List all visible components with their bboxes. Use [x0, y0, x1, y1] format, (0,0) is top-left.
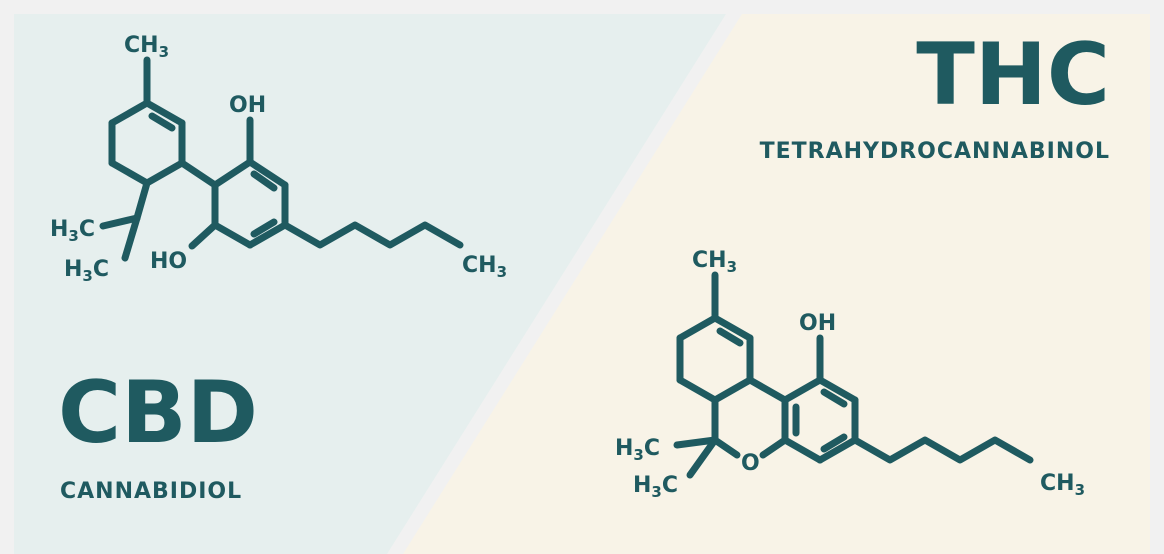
- thc-bond: [746, 376, 789, 404]
- thc-bond: [759, 436, 789, 459]
- cbd-double-bond: [148, 112, 176, 132]
- cbd-bond: [178, 159, 219, 189]
- cbd-bond-ho: [188, 221, 219, 250]
- cbd-bond: [99, 214, 141, 230]
- thc-double-bond: [716, 327, 744, 347]
- cbd-label-ho: HO: [150, 249, 187, 274]
- cbd-bond: [143, 159, 186, 187]
- cbd-label-ch3-tail: CH3: [462, 253, 507, 281]
- thc-bond: [686, 436, 719, 479]
- thc-full-name: TETRAHYDROCANNABINOL: [760, 139, 1110, 164]
- cbd-double-bond: [250, 218, 278, 238]
- cbd-title: CBD: [58, 363, 258, 463]
- thc-label-oh: OH: [799, 311, 836, 336]
- cbd-label-h3c-upper: H3C: [50, 217, 95, 245]
- cbd-label-ch3-top: CH3: [124, 33, 169, 61]
- thc-title: THC: [916, 25, 1110, 125]
- cbd-bond: [121, 214, 141, 262]
- cbd-full-name: CANNABIDIOL: [60, 479, 242, 504]
- cbd-bond: [143, 99, 186, 127]
- cbd-panel: [14, 14, 726, 554]
- thc-bond: [816, 376, 859, 404]
- thc-panel: [403, 14, 1150, 554]
- thc-bond: [676, 376, 719, 404]
- cbd-molecule: CH3 OH H3C H3C HO CH3: [50, 33, 507, 285]
- cbd-bond: [133, 179, 151, 222]
- cbd-bond: [246, 158, 289, 189]
- thc-bond: [781, 376, 824, 404]
- thc-double-bond: [820, 433, 848, 453]
- cbd-double-bond: [250, 170, 278, 192]
- cbd-bond: [211, 221, 254, 249]
- cbd-pentyl-chain: [281, 221, 464, 249]
- thc-bond: [781, 436, 824, 464]
- thc-bond: [816, 436, 859, 464]
- cbd-bond: [211, 158, 254, 189]
- cbd-label-h3c-lower: H3C: [64, 257, 109, 285]
- cbd-bond: [108, 99, 151, 127]
- thc-bond: [711, 436, 741, 459]
- thc-bond: [711, 376, 754, 404]
- thc-molecule: CH3 OH H3C H3C O CH3: [615, 248, 1085, 501]
- cbd-label-oh-top: OH: [229, 93, 266, 118]
- thc-bond: [711, 314, 754, 342]
- thc-label-h3c-lower: H3C: [633, 473, 678, 501]
- cbd-bond: [108, 159, 151, 187]
- thc-label-o: O: [741, 451, 760, 476]
- thc-label-ch3-tail: CH3: [1040, 471, 1085, 499]
- thc-label-h3c-upper: H3C: [615, 436, 660, 464]
- thc-bond: [673, 436, 719, 449]
- thc-bond: [676, 314, 719, 342]
- thc-pentyl-chain: [851, 436, 1034, 464]
- cbd-bond: [246, 221, 289, 249]
- thc-label-ch3-top: CH3: [692, 248, 737, 276]
- thc-double-bond: [820, 388, 848, 408]
